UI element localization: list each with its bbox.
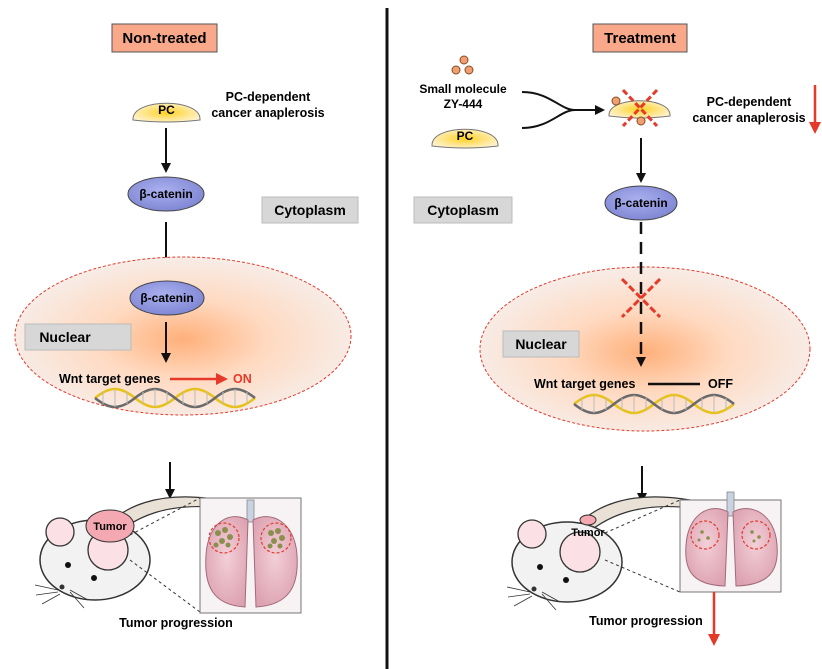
right-pc-cross-1 xyxy=(621,88,659,128)
right-drug-molecules xyxy=(451,55,474,75)
left-cytoplasm-box xyxy=(261,196,359,224)
left-pc-caption-2: cancer anaplerosis xyxy=(211,106,324,120)
right-binding-arrow xyxy=(521,91,600,129)
right-mouse: Tumor xyxy=(506,496,700,611)
right-tumor xyxy=(579,514,597,526)
left-cytoplasm-label: Cytoplasm xyxy=(274,202,346,218)
right-pc-inhibited xyxy=(608,100,671,119)
left-title-box xyxy=(111,23,218,53)
left-dna-helix xyxy=(94,387,256,409)
left-zoom-line-bottom xyxy=(129,559,201,613)
right-outcome: Tumor progression xyxy=(589,614,703,628)
right-pc-caption-2: cancer anaplerosis xyxy=(692,111,805,125)
right-panel: Treatment Small molecule ZY-444 PC PC-de… xyxy=(413,23,821,646)
left-lungs xyxy=(199,497,302,614)
right-nucleus xyxy=(479,266,811,432)
right-dna-helix xyxy=(573,393,735,415)
left-title: Non-treated xyxy=(122,30,206,47)
left-nuclear-catenin-label: β-catenin xyxy=(140,291,193,305)
right-wnt-state: OFF xyxy=(708,377,733,391)
right-lungs xyxy=(679,491,782,593)
right-zoom-line-top xyxy=(604,499,681,534)
left-tumor-label: Tumor xyxy=(93,521,127,533)
right-zoom-line-bottom xyxy=(604,559,681,593)
left-nuclear-box xyxy=(24,323,132,351)
right-pc-label: PC xyxy=(457,129,474,143)
left-nuclear-catenin xyxy=(129,280,205,316)
left-pc-caption-1: PC-dependent xyxy=(226,90,312,104)
right-cytoplasm-label: Cytoplasm xyxy=(427,202,499,218)
left-outcome: Tumor progression xyxy=(119,616,233,630)
left-pc-enzyme xyxy=(132,102,201,123)
right-nuclear-label: Nuclear xyxy=(515,336,567,352)
right-title-box xyxy=(592,23,688,53)
left-zoom-line-top xyxy=(129,497,201,536)
left-pc-label: PC xyxy=(158,103,175,117)
right-cyto-catenin-label: β-catenin xyxy=(614,196,667,210)
left-cyto-catenin-label: β-catenin xyxy=(139,187,192,201)
left-nuclear-label: Nuclear xyxy=(39,329,91,345)
right-drug-line1: Small molecule xyxy=(419,82,507,96)
right-tumor-label: Tumor xyxy=(571,527,605,539)
right-translocation-cross-2 xyxy=(620,277,662,319)
left-wnt-label: Wnt target genes xyxy=(59,372,160,386)
right-drug-line2: ZY-444 xyxy=(444,97,483,111)
right-title: Treatment xyxy=(604,30,676,47)
left-wnt-state: ON xyxy=(233,372,252,386)
right-pc-enzyme xyxy=(431,128,499,149)
left-nucleus xyxy=(14,256,352,416)
left-cyto-catenin xyxy=(127,176,205,212)
right-pc-cross-2 xyxy=(621,88,659,128)
right-wnt-label: Wnt target genes xyxy=(534,377,635,391)
right-pc-caption-1: PC-dependent xyxy=(707,95,793,109)
left-mouse: Tumor xyxy=(34,496,230,609)
left-panel: Non-treated PC PC-dependent cancer anapl… xyxy=(14,23,359,630)
right-nuclear-box xyxy=(502,330,580,358)
right-cyto-catenin xyxy=(604,185,678,221)
left-tumor xyxy=(85,509,135,543)
right-cytoplasm-box xyxy=(413,196,513,224)
